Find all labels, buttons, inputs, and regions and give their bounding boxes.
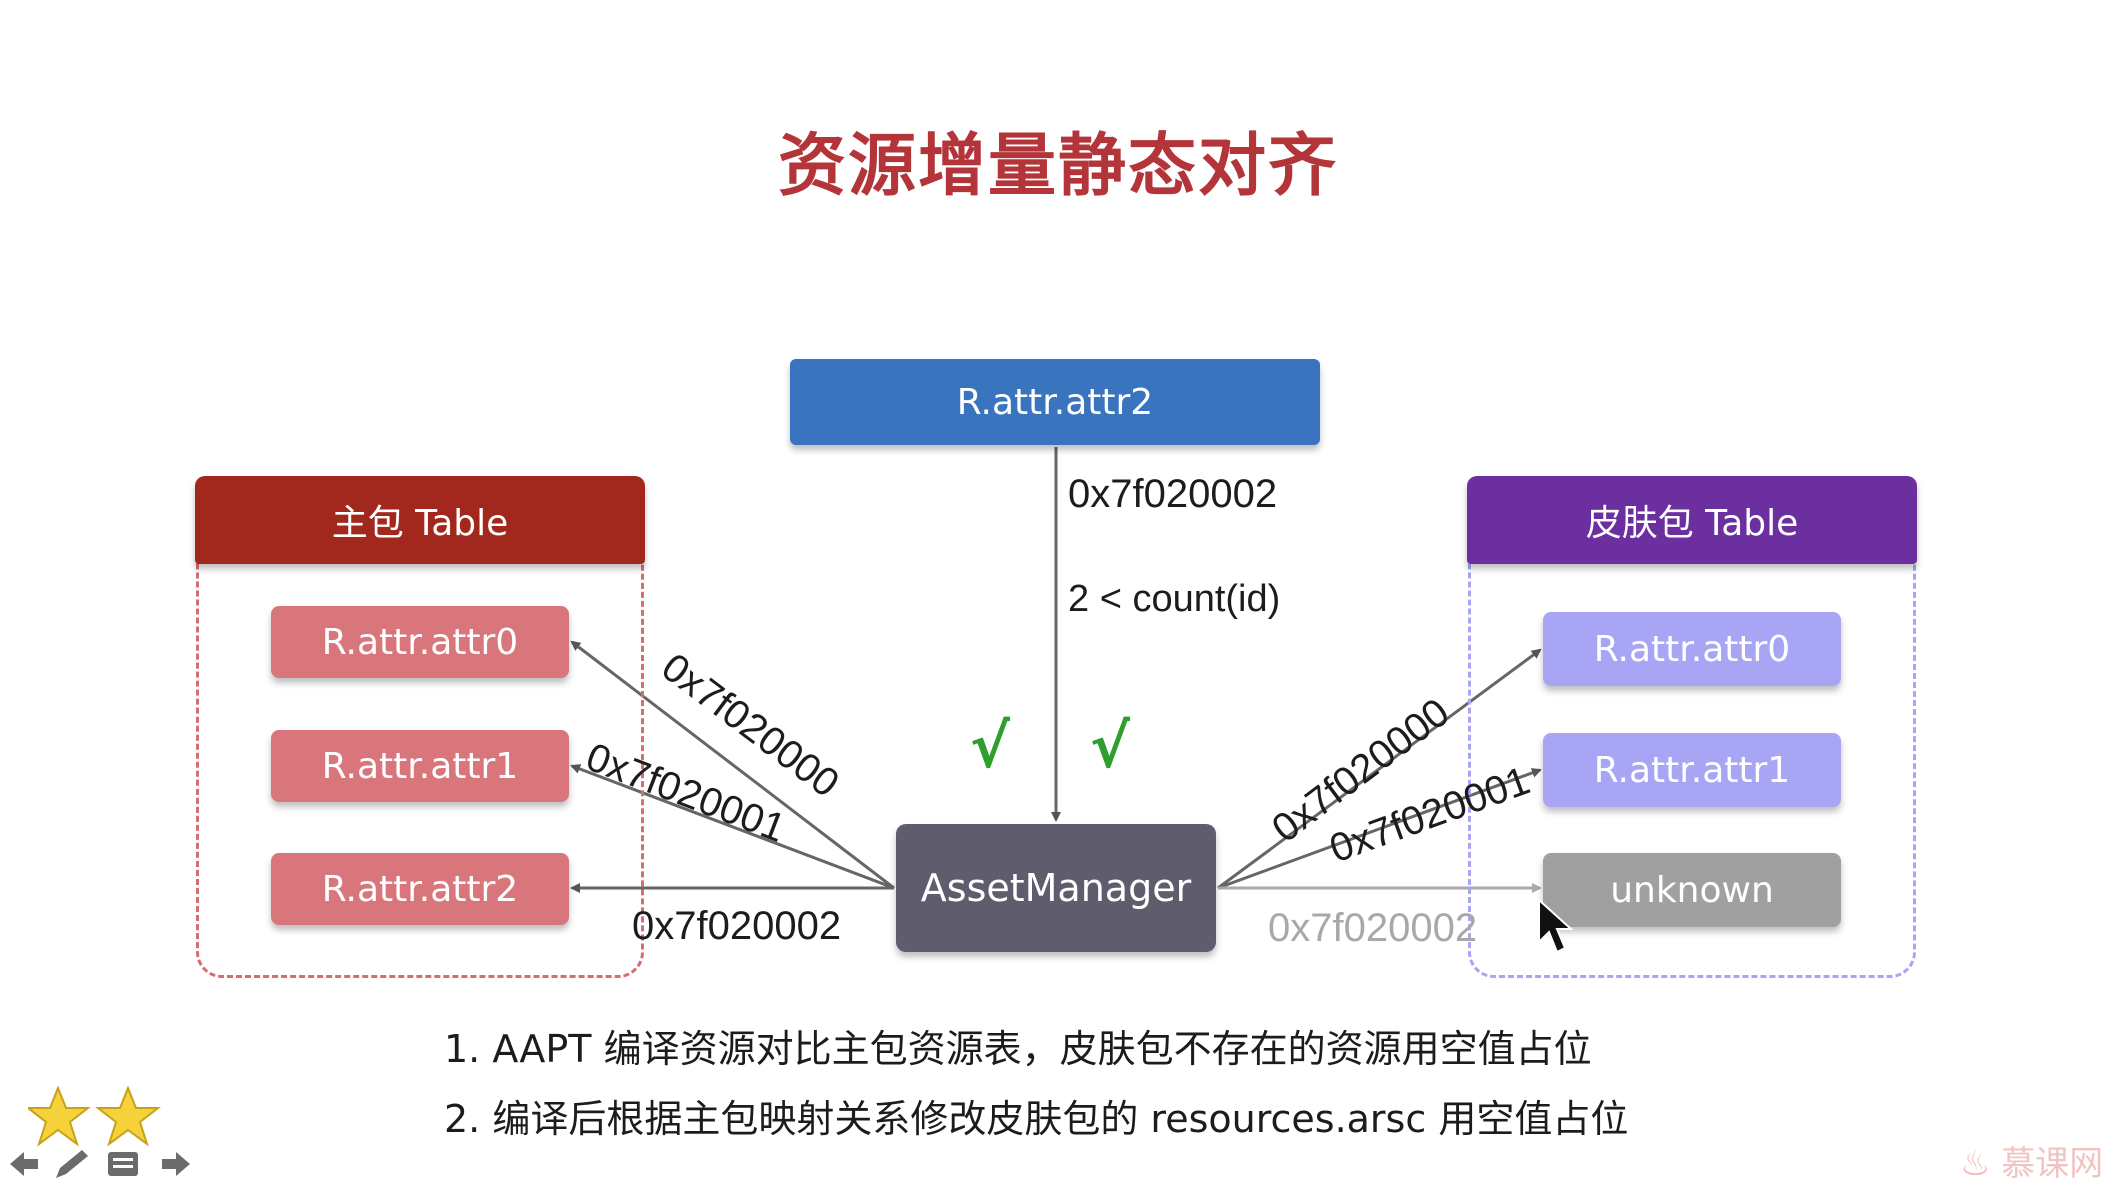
left-id-label-2: 0x7f020002 <box>632 904 842 948</box>
arrow-center-to-skin-0 <box>1217 648 1542 890</box>
slide-navigation <box>10 1150 190 1178</box>
asset-manager-label: AssetManager <box>920 866 1192 910</box>
note-2: 2. 编译后根据主包映射关系修改皮肤包的 resources.arsc 用空值占… <box>444 1097 1629 1141</box>
condition-label: 2 < count(id) <box>1068 578 1281 620</box>
check-mark-left: √ <box>970 712 1011 782</box>
main-table-header: 主包 Table <box>195 476 645 564</box>
skin-item-attr1: R.attr.attr1 <box>1543 733 1841 807</box>
main-item-attr2: R.attr.attr2 <box>271 853 569 925</box>
skin-table-header: 皮肤包 Table <box>1467 476 1917 564</box>
top-id-label: 0x7f020002 <box>1068 472 1278 516</box>
main-table-header-label: 主包 Table <box>331 503 509 544</box>
top-resource-box: R.attr.attr2 <box>790 359 1320 445</box>
skin-table-header-label: 皮肤包 Table <box>1585 503 1799 544</box>
main-item-attr1: R.attr.attr1 <box>271 730 569 802</box>
skin-item-unknown: unknown <box>1543 853 1841 927</box>
watermark-text: 慕课网 <box>2001 1144 2104 1184</box>
star-rating-icon <box>28 1086 161 1147</box>
top-resource-label: R.attr.attr2 <box>956 381 1154 423</box>
main-item-label: R.attr.attr1 <box>321 745 519 787</box>
pen-icon[interactable] <box>56 1150 88 1178</box>
next-arrow-icon[interactable] <box>162 1152 190 1176</box>
skin-item-attr0: R.attr.attr0 <box>1543 612 1841 686</box>
main-table-frame <box>196 560 644 978</box>
menu-icon[interactable] <box>108 1152 138 1176</box>
slide-title: 资源增量静态对齐 <box>777 127 1338 206</box>
previous-arrow-icon[interactable] <box>10 1152 38 1176</box>
skin-item-label: unknown <box>1610 869 1774 911</box>
mouse-cursor-icon <box>1538 898 1574 954</box>
asset-manager-box: AssetManager <box>896 824 1216 952</box>
main-item-label: R.attr.attr0 <box>321 621 519 663</box>
watermark-logo: ♨ 慕课网 <box>1960 1136 2103 1185</box>
skin-item-label: R.attr.attr1 <box>1593 749 1791 791</box>
note-1: 1. AAPT 编译资源对比主包资源表，皮肤包不存在的资源用空值占位 <box>444 1027 1592 1071</box>
skin-table-frame <box>1468 560 1916 978</box>
flame-icon: ♨ <box>1960 1144 1991 1184</box>
arrow-center-to-skin-1 <box>1217 768 1542 890</box>
check-mark-right: √ <box>1090 712 1131 782</box>
main-item-attr0: R.attr.attr0 <box>271 606 569 678</box>
skin-item-label: R.attr.attr0 <box>1593 628 1791 670</box>
arrow-center-to-main-0 <box>570 640 895 890</box>
right-id-label-2: 0x7f020002 <box>1268 906 1478 950</box>
main-item-label: R.attr.attr2 <box>321 868 519 910</box>
arrow-center-to-main-1 <box>570 764 895 890</box>
